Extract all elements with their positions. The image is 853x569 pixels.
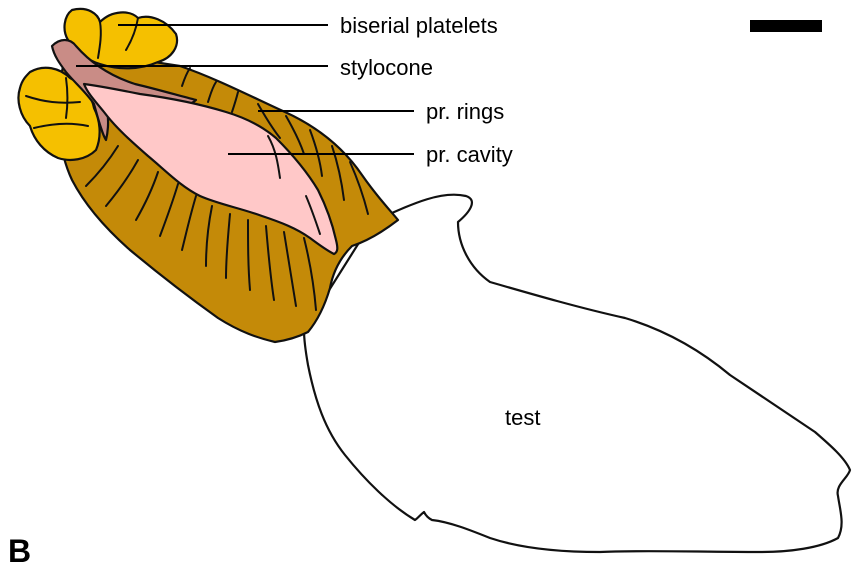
panel-letter: B (8, 533, 31, 569)
label-test: test (505, 405, 540, 430)
label-biserial-platelets: biserial platelets (340, 13, 498, 38)
label-pr-rings: pr. rings (426, 99, 504, 124)
test-body (304, 195, 850, 552)
scale-bar (750, 20, 822, 32)
label-pr-cavity: pr. cavity (426, 142, 513, 167)
label-stylocone: stylocone (340, 55, 433, 80)
